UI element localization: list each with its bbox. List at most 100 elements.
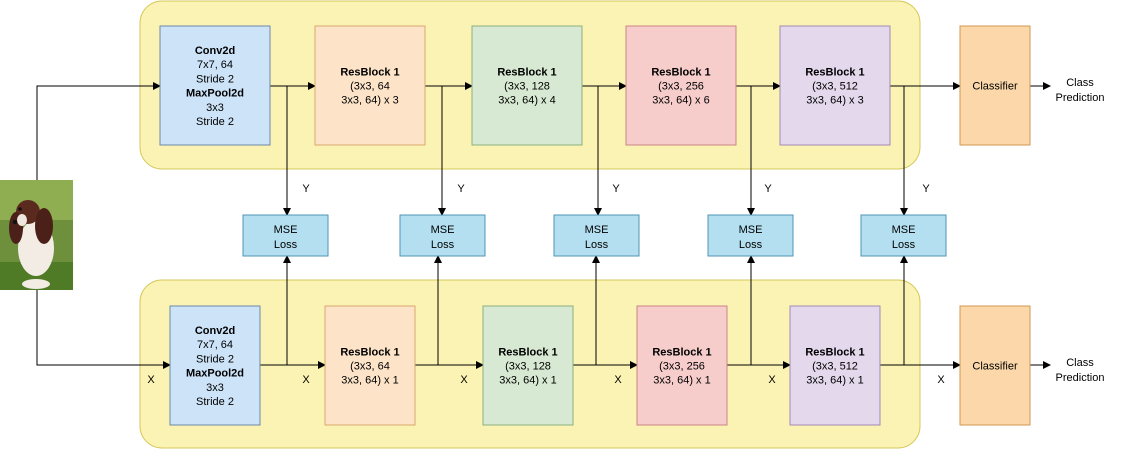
teacher-resblock-4: ResBlock 1 (3x3, 512 3x3, 64) x 3 xyxy=(779,25,891,146)
y-label: Y xyxy=(764,183,772,195)
student-resblock-box xyxy=(324,305,416,426)
student-stem-line: 3x3 xyxy=(206,382,224,394)
mse-loss-1: MSE Loss xyxy=(242,214,329,257)
resblock-repeat: 3x3, 64) x 6 xyxy=(652,95,709,107)
student-stem-line: 7x7, 64 xyxy=(197,339,233,351)
mse-loss-line2: Loss xyxy=(585,239,609,251)
y-label: Y xyxy=(612,183,620,195)
student-stem-box xyxy=(169,305,261,426)
mse-loss-box xyxy=(860,214,947,257)
resblock-config: (3x3, 128 xyxy=(504,81,550,93)
mse-loss-line2: Loss xyxy=(739,239,763,251)
mse-loss-line2: Loss xyxy=(431,239,455,251)
mse-loss-2: MSE Loss xyxy=(399,214,486,257)
x-label: X xyxy=(147,374,155,386)
teacher-resblock-box xyxy=(314,25,426,146)
x-label: X xyxy=(302,374,310,386)
resblock-title: ResBlock 1 xyxy=(340,347,399,359)
teacher-resblock-2: ResBlock 1 (3x3, 128 3x3, 64) x 4 xyxy=(471,25,583,146)
mse-loss-5: MSE Loss xyxy=(860,214,947,257)
teacher-classifier: Classifier xyxy=(959,25,1031,146)
student-resblock-1: ResBlock 1 (3x3, 64 3x3, 64) x 1 xyxy=(324,305,416,426)
teacher-stem-line: Stride 2 xyxy=(196,73,234,85)
x-label: X xyxy=(460,374,468,386)
output-label: Prediction xyxy=(1056,92,1105,104)
teacher-classifier-box xyxy=(959,25,1031,146)
student-resblock-box xyxy=(482,305,574,426)
teacher-resblock-box xyxy=(471,25,583,146)
mse-loss-3: MSE Loss xyxy=(553,214,640,257)
teacher-stem-line: MaxPool2d xyxy=(186,88,244,100)
resblock-config: (3x3, 64 xyxy=(350,81,390,93)
resblock-title: ResBlock 1 xyxy=(652,347,711,359)
mse-loss-box xyxy=(707,214,794,257)
resblock-repeat: 3x3, 64) x 1 xyxy=(499,375,556,387)
student-resblock-4: ResBlock 1 (3x3, 512 3x3, 64) x 1 xyxy=(789,305,881,426)
student-stem-line: Stride 2 xyxy=(196,353,234,365)
resblock-config: (3x3, 512 xyxy=(812,361,858,373)
resblock-title: ResBlock 1 xyxy=(805,347,864,359)
teacher-resblock-1: ResBlock 1 (3x3, 64 3x3, 64) x 3 xyxy=(314,25,426,146)
teacher-stem-line: 7x7, 64 xyxy=(197,59,233,71)
resblock-title: ResBlock 1 xyxy=(497,67,556,79)
resblock-title: ResBlock 1 xyxy=(805,67,864,79)
resblock-config: (3x3, 64 xyxy=(350,361,390,373)
mse-loss-box xyxy=(399,214,486,257)
resblock-repeat: 3x3, 64) x 4 xyxy=(498,95,555,107)
mse-loss-line1: MSE xyxy=(739,224,763,236)
resblock-repeat: 3x3, 64) x 1 xyxy=(653,375,710,387)
y-label: Y xyxy=(922,183,930,195)
mse-loss-box xyxy=(242,214,329,257)
teacher-stem-line: Conv2d xyxy=(195,45,235,57)
x-label: X xyxy=(937,374,945,386)
mse-loss-line1: MSE xyxy=(892,224,916,236)
resblock-title: ResBlock 1 xyxy=(340,67,399,79)
resblock-config: (3x3, 512 xyxy=(812,81,858,93)
student-stem-line: MaxPool2d xyxy=(186,368,244,380)
mse-loss-line1: MSE xyxy=(585,224,609,236)
resblock-repeat: 3x3, 64) x 1 xyxy=(341,375,398,387)
input-dog-image xyxy=(0,180,73,290)
classifier-label: Classifier xyxy=(972,361,1018,373)
resblock-config: (3x3, 128 xyxy=(505,361,551,373)
student-stem-line: Stride 2 xyxy=(196,396,234,408)
output-label: Class xyxy=(1066,357,1094,369)
y-label: Y xyxy=(457,183,465,195)
student-resblock-3: ResBlock 1 (3x3, 256 3x3, 64) x 1 xyxy=(636,305,728,426)
teacher-stem-line: 3x3 xyxy=(206,102,224,114)
y-label: Y xyxy=(302,183,310,195)
mse-loss-box xyxy=(553,214,640,257)
mse-loss-line2: Loss xyxy=(892,239,916,251)
mse-loss-line1: MSE xyxy=(274,224,298,236)
teacher-stem-box xyxy=(159,25,271,146)
resblock-repeat: 3x3, 64) x 3 xyxy=(341,95,398,107)
mse-loss-line2: Loss xyxy=(274,239,298,251)
resblock-config: (3x3, 256 xyxy=(658,81,704,93)
output-label: Prediction xyxy=(1056,372,1105,384)
student-resblock-box xyxy=(636,305,728,426)
student-classifier-box xyxy=(959,305,1031,426)
student-stem-line: Conv2d xyxy=(195,325,235,337)
output-label: Class xyxy=(1066,77,1094,89)
classifier-label: Classifier xyxy=(972,81,1018,93)
teacher-stem-line: Stride 2 xyxy=(196,116,234,128)
student-resblock-2: ResBlock 1 (3x3, 128 3x3, 64) x 1 xyxy=(482,305,574,426)
mse-loss-line1: MSE xyxy=(431,224,455,236)
x-label: X xyxy=(768,374,776,386)
student-resblock-box xyxy=(789,305,881,426)
resblock-config: (3x3, 256 xyxy=(659,361,705,373)
resblock-title: ResBlock 1 xyxy=(498,347,557,359)
x-label: X xyxy=(614,374,622,386)
mse-loss-4: MSE Loss xyxy=(707,214,794,257)
teacher-resblock-box xyxy=(779,25,891,146)
teacher-resblock-box xyxy=(625,25,737,146)
resblock-repeat: 3x3, 64) x 1 xyxy=(806,375,863,387)
connectors xyxy=(36,82,1051,369)
resblock-title: ResBlock 1 xyxy=(651,67,710,79)
resblock-repeat: 3x3, 64) x 3 xyxy=(806,95,863,107)
teacher-resblock-3: ResBlock 1 (3x3, 256 3x3, 64) x 6 xyxy=(625,25,737,146)
